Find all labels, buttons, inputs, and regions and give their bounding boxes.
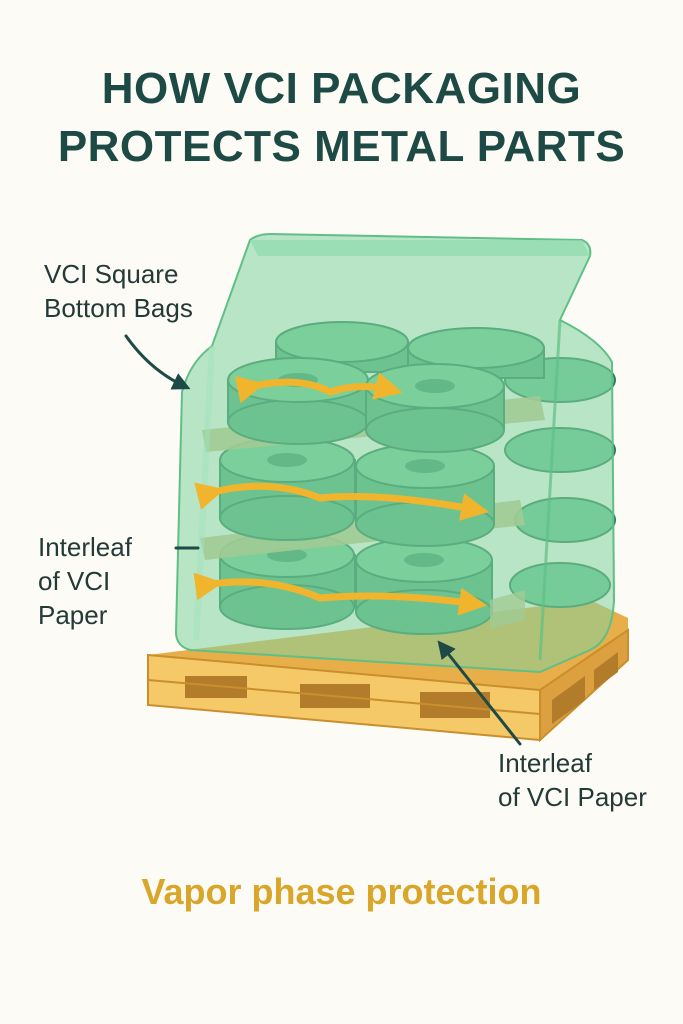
vapor-arrow-icon xyxy=(194,482,490,521)
label-interleaf-right: Interleaf of VCI Paper xyxy=(498,746,647,814)
title-line-1: HOW VCI PACKAGING xyxy=(101,64,582,113)
label-pointers xyxy=(124,334,522,746)
label-line: of VCI xyxy=(38,566,111,596)
vapor-arrow-icon xyxy=(193,572,488,616)
label-line: of VCI Paper xyxy=(498,782,647,812)
label-line: Interleaf xyxy=(498,748,592,778)
vapor-arrows xyxy=(193,372,490,616)
title-line-2: PROTECTS METAL PARTS xyxy=(57,122,626,171)
label-vci-square-bottom-bags: VCI Square Bottom Bags xyxy=(44,257,193,325)
label-interleaf-left: Interleaf of VCI Paper xyxy=(38,530,132,632)
label-line: Bottom Bags xyxy=(44,293,193,323)
label-line: Paper xyxy=(38,600,108,630)
page-title: HOW VCI PACKAGING PROTECTS METAL PARTS xyxy=(0,60,683,176)
vapor-arrow-icon xyxy=(234,372,403,404)
pointer-arrow-icon xyxy=(124,334,191,390)
label-line: VCI Square xyxy=(44,259,179,289)
caption-vapor-phase: Vapor phase protection xyxy=(141,871,542,912)
pointer-arrow-icon xyxy=(437,640,522,746)
label-line: Interleaf xyxy=(38,532,132,562)
vci-bag-icon xyxy=(174,232,616,674)
